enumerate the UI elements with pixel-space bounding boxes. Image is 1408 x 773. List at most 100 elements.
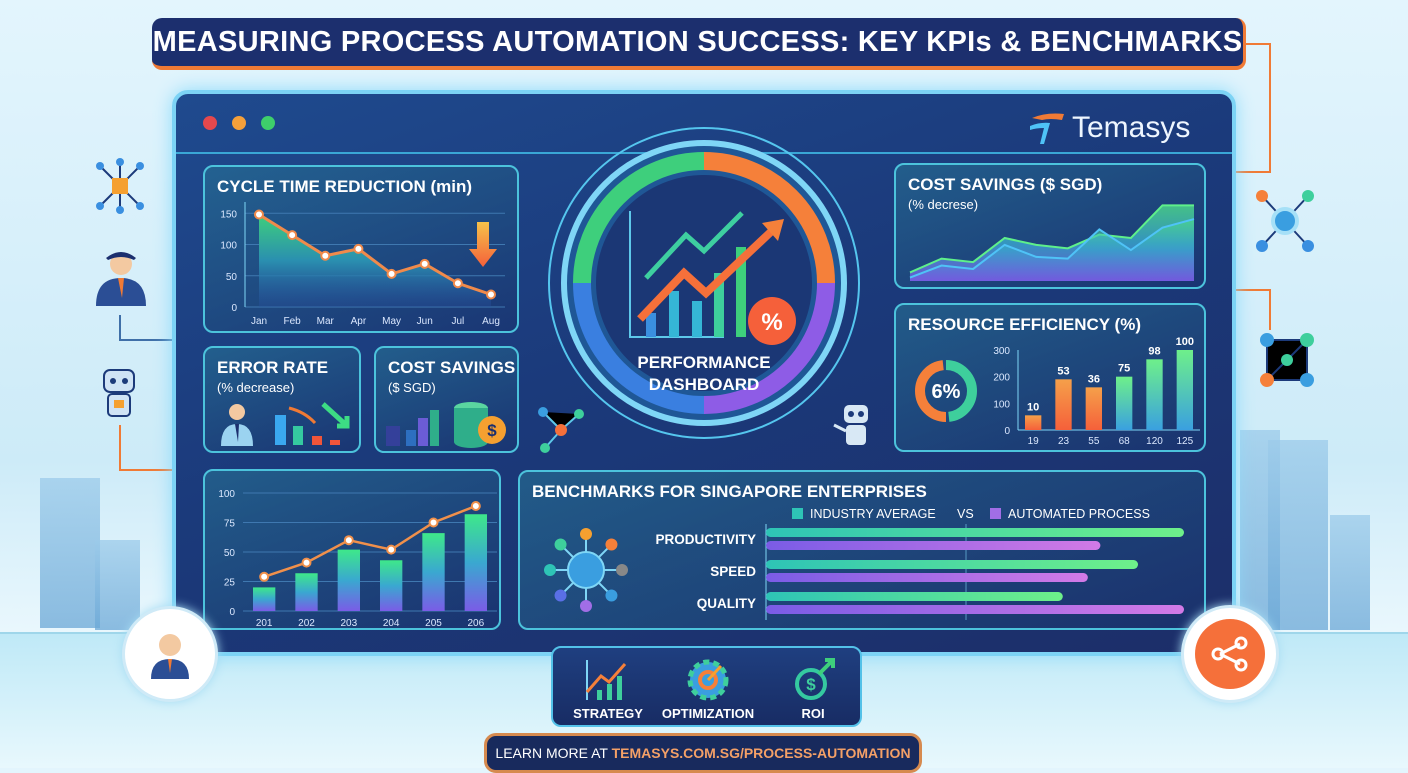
series-line — [258, 213, 492, 296]
category-label: SPEED — [710, 564, 756, 579]
data-point — [301, 557, 312, 568]
bar — [295, 573, 318, 611]
page-title: MEASURING PROCESS AUTOMATION SUCCESS: KE… — [152, 18, 1246, 70]
building — [1330, 515, 1370, 630]
card-subtitle: (% decrease) — [217, 380, 295, 395]
data-label: 36 — [1088, 373, 1100, 385]
x-tick-label: 205 — [425, 618, 442, 629]
pillars-panel: $ STRATEGY OPTIMIZATION ROI — [551, 646, 862, 727]
learn-more-link[interactable]: LEARN MORE AT TEMASYS.COM.SG/PROCESS-AUT… — [484, 733, 922, 773]
brand-logo: Temasys — [1028, 110, 1190, 146]
x-tick-label: 204 — [383, 618, 400, 629]
strategy-chart-icon — [585, 660, 627, 700]
bar — [1116, 376, 1133, 430]
legend-swatch — [990, 508, 1001, 519]
data-label: 53 — [1057, 365, 1069, 377]
building — [1268, 440, 1328, 630]
y-tick-label: 0 — [229, 607, 235, 618]
x-tick-label: 202 — [298, 618, 315, 629]
svg-text:$: $ — [806, 675, 816, 694]
data-point — [386, 268, 397, 279]
bar — [330, 440, 340, 445]
optimization-label: OPTIMIZATION — [661, 706, 755, 721]
legend-label: INDUSTRY AVERAGE — [810, 507, 936, 521]
card-title: CYCLE TIME REDUCTION (min) — [217, 177, 472, 196]
bar — [380, 560, 403, 611]
robot-assistant-icon — [833, 405, 868, 445]
down-arrow-icon — [469, 222, 497, 267]
brand-name: Temasys — [1072, 111, 1191, 144]
learn-more-prefix: LEARN MORE AT — [495, 745, 612, 761]
trend-arrow-icon — [637, 224, 779, 322]
bar — [1146, 359, 1163, 430]
learn-more-url[interactable]: TEMASYS.COM.SG/PROCESS-AUTOMATION — [611, 745, 911, 761]
window-maximize-dot[interactable] — [261, 116, 275, 130]
x-tick-label: May — [382, 316, 401, 327]
building — [95, 540, 140, 630]
bar — [1085, 387, 1102, 430]
y-tick-label: 50 — [226, 272, 238, 283]
trend-arrow-icon — [644, 211, 744, 280]
series-line — [909, 218, 1195, 279]
cost-savings-card-small: COST SAVINGS ($ SGD) $ — [374, 346, 519, 453]
x-tick-label: 120 — [1146, 436, 1163, 447]
hub-center — [567, 551, 605, 589]
bar — [1025, 415, 1042, 430]
user-icon — [151, 634, 189, 679]
y-tick-label: 75 — [224, 519, 236, 530]
bar — [1176, 350, 1193, 430]
y-tick-label: 100 — [218, 489, 235, 500]
hub-node — [580, 528, 592, 540]
x-tick-label: 203 — [340, 618, 357, 629]
cost-savings-area-chart — [909, 204, 1195, 281]
card-subtitle: (% decrese) — [908, 197, 979, 212]
share-icon — [1195, 619, 1265, 689]
hub-node — [554, 589, 567, 602]
gear-target-icon — [687, 659, 729, 701]
x-tick-label: 55 — [1088, 436, 1100, 447]
bar — [312, 436, 322, 445]
y-tick-label: 100 — [993, 399, 1010, 410]
legend-swatch — [792, 508, 803, 519]
center-title-line1: PERFORMANCE — [637, 353, 770, 372]
bar-automated-process — [766, 605, 1184, 614]
data-point — [259, 571, 270, 582]
y-tick-label: 50 — [224, 548, 236, 559]
data-point — [428, 517, 439, 528]
decline-arrow — [288, 406, 317, 425]
data-point — [254, 209, 264, 220]
robot-icon — [103, 369, 135, 417]
hub-node — [605, 538, 618, 551]
bar-automated-process — [766, 573, 1088, 582]
card-subtitle: ($ SGD) — [388, 380, 436, 395]
donut-segment — [915, 360, 977, 422]
user-avatar-circle[interactable] — [122, 606, 218, 702]
svg-text:%: % — [761, 309, 782, 336]
data-point — [419, 258, 430, 269]
data-point — [320, 250, 331, 261]
error-rate-card: ERROR RATE (% decrease) — [203, 346, 361, 453]
window-close-dot[interactable] — [203, 116, 217, 130]
bar — [1055, 379, 1072, 430]
bar-industry-average — [766, 560, 1139, 569]
hub-node — [605, 589, 618, 602]
series-line — [263, 504, 477, 578]
error-rate-illustration — [221, 402, 350, 446]
data-point — [470, 500, 481, 511]
benchmarks-card: BENCHMARKS FOR SINGAPORE ENTERPRISES IND… — [518, 470, 1206, 630]
share-button[interactable] — [1181, 605, 1279, 703]
hub-node — [554, 538, 567, 551]
rising-bars-icon — [646, 247, 746, 337]
coin-symbol: $ — [487, 421, 497, 440]
x-tick-label: 201 — [256, 618, 273, 629]
data-point — [452, 278, 463, 289]
bar — [253, 587, 276, 611]
window-minimize-dot[interactable] — [232, 116, 246, 130]
hub-node — [580, 600, 592, 612]
building — [40, 478, 100, 628]
y-tick-label: 150 — [220, 209, 237, 220]
bar — [337, 549, 360, 611]
x-tick-label: Jul — [451, 316, 464, 327]
